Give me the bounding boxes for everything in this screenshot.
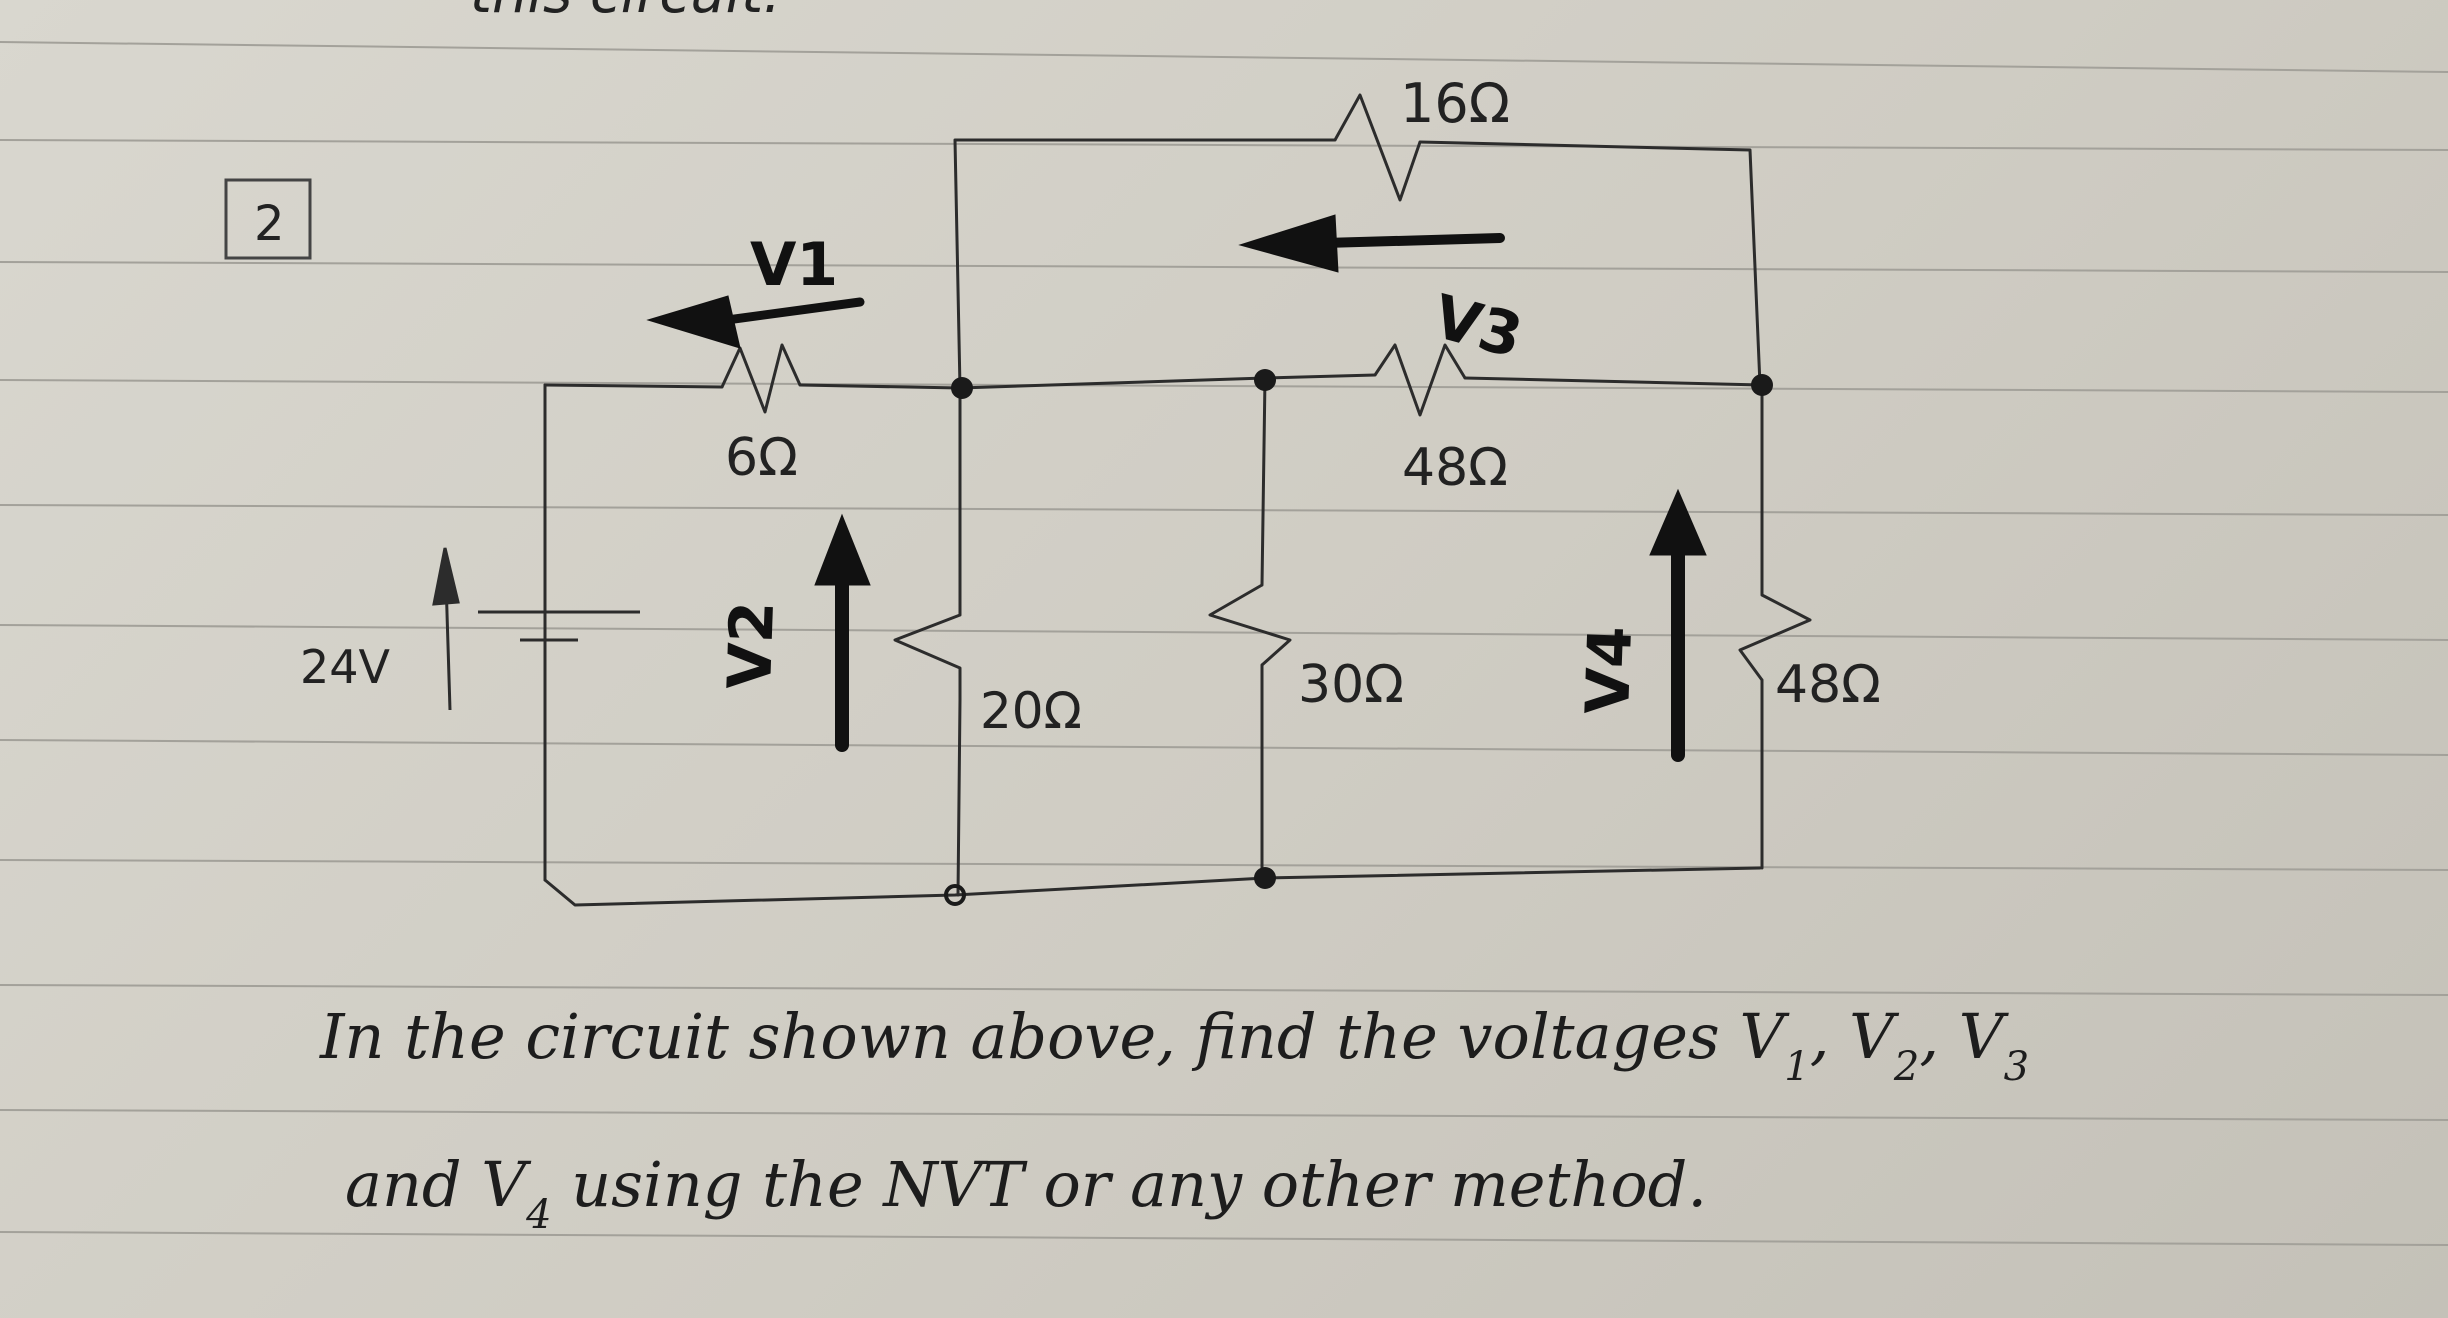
- label-48ohm-right: 48Ω: [1775, 655, 1881, 715]
- sub-3: 3: [2003, 1044, 2030, 1090]
- question-line-1: In the circuit shown above, find the vol…: [320, 1000, 2029, 1090]
- problem-number: 2: [254, 196, 285, 252]
- label-30ohm: 30Ω: [1298, 655, 1404, 715]
- resistor-labels: 16Ω 6Ω 48Ω 20Ω 30Ω 48Ω 24V: [300, 72, 1881, 740]
- label-6ohm: 6Ω: [725, 428, 798, 488]
- label-v1: V1: [750, 230, 838, 300]
- question-line-2-start: and V: [345, 1148, 527, 1221]
- label-24v: 24V: [300, 640, 391, 694]
- sub-4: 4: [526, 1192, 552, 1238]
- label-v2: V2: [715, 600, 788, 691]
- v4-arrow: [1649, 488, 1707, 762]
- question-line-1-text: In the circuit shown above, find the vol…: [320, 1000, 1785, 1073]
- problem-number-box: 2: [224, 178, 312, 260]
- source-arrow: [432, 547, 460, 711]
- top-scrawl-text: this circuit.: [470, 0, 781, 26]
- resistor-16ohm: [1333, 93, 1422, 202]
- sub-2: 2: [1893, 1044, 1920, 1090]
- resistor-30ohm: [1208, 583, 1292, 667]
- sep-1: , V: [1809, 1000, 1894, 1073]
- label-16ohm: 16Ω: [1400, 72, 1510, 135]
- resistor-48ohm-right: [1738, 593, 1812, 681]
- resistors: [720, 93, 1812, 700]
- resistor-48ohm-mid: [1373, 343, 1467, 417]
- resistor-20ohm: [893, 613, 962, 700]
- sep-2: , V: [1919, 1000, 2004, 1073]
- resistor-6ohm: [720, 343, 802, 414]
- question-line-2: and V4 using the NVT or any other method…: [345, 1148, 1708, 1238]
- battery-symbol: [478, 610, 640, 642]
- voltage-arrows: [646, 214, 1707, 762]
- sub-1: 1: [1784, 1044, 1810, 1090]
- v1-arrow: [646, 295, 865, 349]
- label-20ohm: 20Ω: [980, 682, 1082, 740]
- label-48ohm-mid: 48Ω: [1402, 438, 1508, 498]
- label-v4: V4: [1573, 625, 1646, 716]
- ruled-lines: [0, 41, 2448, 1246]
- v2-arrow: [814, 513, 871, 752]
- v3-arrow: [1238, 214, 1505, 273]
- junction-nodes: [944, 369, 1773, 906]
- question-line-2-end: using the NVT or any other method.: [551, 1148, 1708, 1221]
- circuit-wires: [543, 138, 1764, 907]
- voltage-labels: V1 V3 V2 V4: [715, 230, 1646, 716]
